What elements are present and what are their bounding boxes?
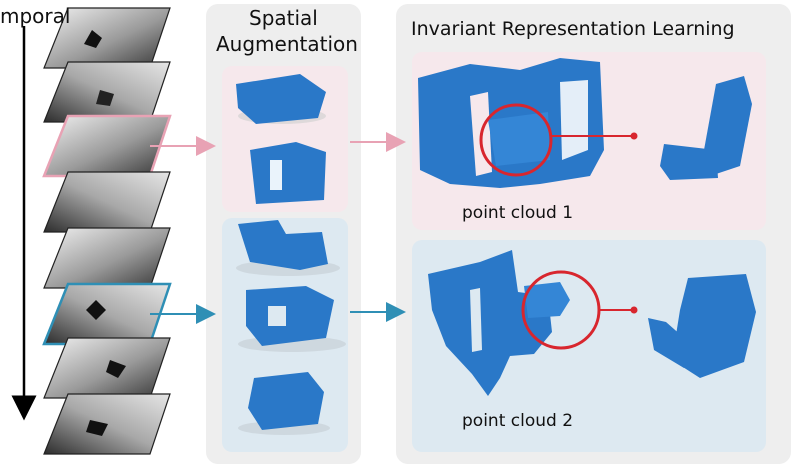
temporal-label: mporal [0,4,71,28]
spatial-label: Spatial [249,6,318,30]
depth-frame-stack [42,7,172,455]
link-dot-2 [630,306,638,314]
chair-crop-1 [660,76,752,180]
point-cloud-1-label: point cloud 1 [462,203,574,223]
point-cloud-2-scene [428,250,570,396]
depth-frame-4 [43,171,171,233]
augmented-point-cloud-2 [250,142,326,204]
depth-frame-5 [43,227,171,289]
depth-frame-7 [43,337,171,399]
highlight-circle-1 [479,103,553,177]
augmented-point-cloud-1 [236,74,326,124]
augmented-point-cloud-4 [238,286,346,352]
augmented-point-cloud-3 [236,220,340,276]
point-cloud-2-label: point cloud 2 [462,411,574,431]
chair-crop-2 [648,274,756,378]
invariant-learning-label: Invariant Representation Learning [411,18,735,40]
augmentation-label: Augmentation [216,32,358,56]
link-dot-1 [630,132,638,140]
augmented-point-cloud-5 [238,372,330,435]
point-cloud-1-scene [418,58,604,188]
